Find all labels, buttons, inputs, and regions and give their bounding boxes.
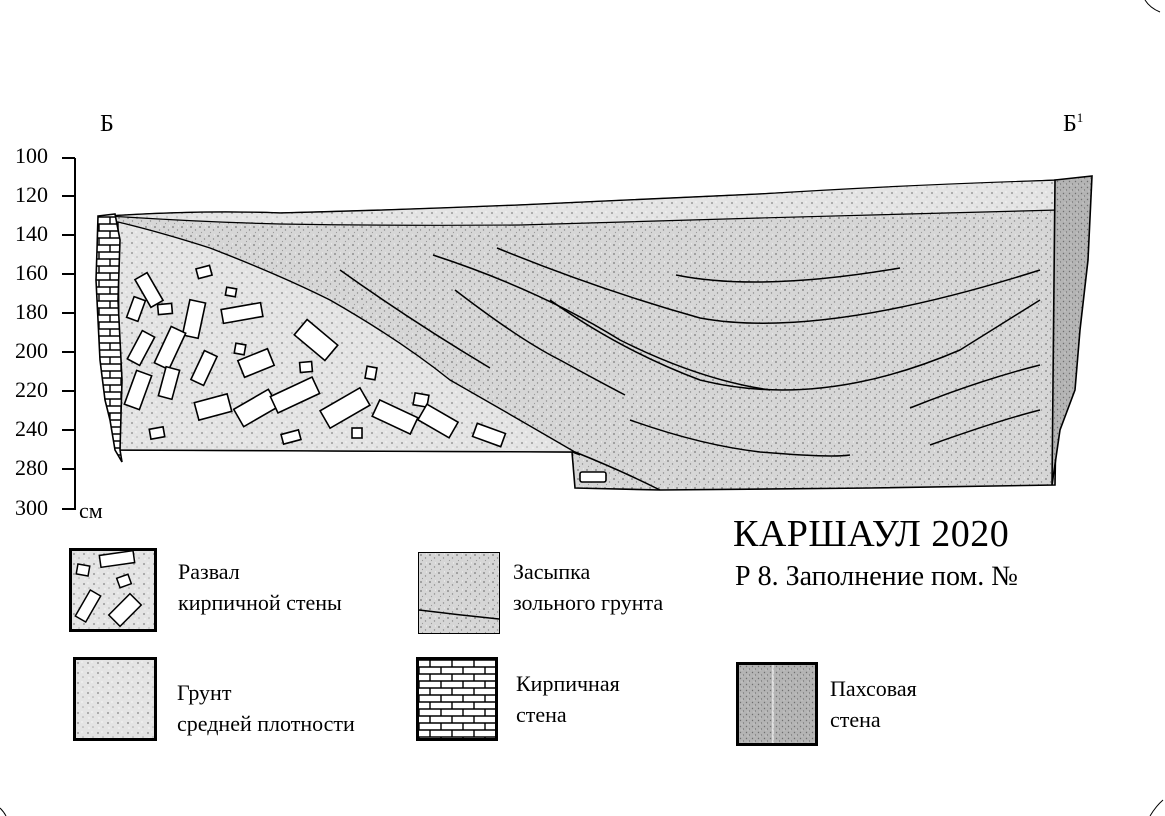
depth-tick-label: 220 xyxy=(15,377,48,402)
medium-soil-pattern-icon xyxy=(76,660,154,738)
depth-tick-label: 180 xyxy=(15,299,48,324)
page-title: КАРШАУЛ 2020 xyxy=(733,513,1010,555)
legend-swatch-ash-fill xyxy=(418,552,500,634)
ash-fill-pattern-icon xyxy=(419,553,499,633)
section-right-label: Б1 xyxy=(1063,110,1084,137)
depth-unit-label: см xyxy=(79,498,103,523)
depth-tick-label: 280 xyxy=(15,455,48,480)
depth-tick-label: 240 xyxy=(15,416,48,441)
depth-tick-label: 200 xyxy=(15,338,48,363)
section-right-label-superscript: 1 xyxy=(1076,110,1084,125)
depth-tick-label: 160 xyxy=(15,260,48,285)
legend-label-ash-fill: Засыпка зольного грунта xyxy=(513,559,664,615)
legend-swatch-medium-soil xyxy=(73,657,157,741)
legend-label-brick-wall: Кирпичная стена xyxy=(516,671,620,727)
depth-tick-label: 100 xyxy=(15,143,48,168)
brick-collapse-layer xyxy=(117,221,581,456)
legend-swatch-pakhsa-wall xyxy=(736,662,818,746)
stratigraphic-lines xyxy=(339,247,1041,491)
depth-tick-label: 140 xyxy=(15,221,48,246)
pakhsa-wall-pattern-icon xyxy=(739,665,815,743)
pakhsa-wall-right xyxy=(1051,175,1093,486)
brick-collapse-pattern-icon xyxy=(72,551,154,629)
depth-tick-label: 120 xyxy=(15,182,48,207)
brick-wall-left xyxy=(95,213,123,463)
legend-swatch-brick-wall xyxy=(416,657,498,741)
depth-axis xyxy=(62,157,76,510)
page-subtitle: Р 8. Заполнение пом. № xyxy=(735,561,1018,592)
section-left-label: Б xyxy=(100,111,114,137)
brick-fragments xyxy=(123,264,607,483)
legend-label-brick-collapse: Развал кирпичной стены xyxy=(178,559,342,615)
brick-wall-pattern-icon xyxy=(419,660,495,738)
legend-swatch-brick-collapse xyxy=(69,548,157,632)
legend-label-pakhsa-wall: Пахсовая стена xyxy=(830,676,917,732)
legend-label-medium-soil: Грунт средней плотности xyxy=(177,680,355,736)
depth-tick-label: 300 xyxy=(15,495,48,520)
